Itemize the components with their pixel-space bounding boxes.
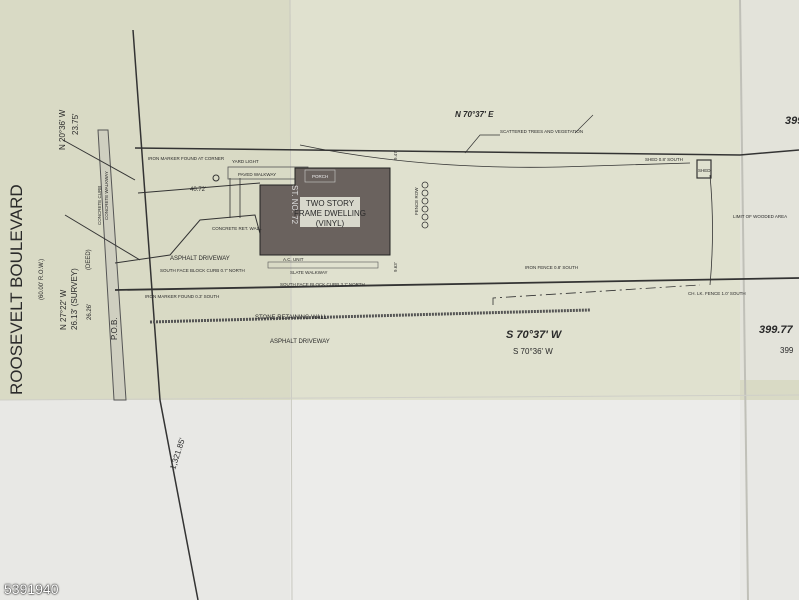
fold-line [289,0,293,600]
svg-text:9.63': 9.63' [393,262,398,272]
fold-line [0,394,799,401]
svg-text:(60.00' R.O.W.): (60.00' R.O.W.) [39,259,45,300]
fold-line [739,0,749,600]
wooded-limit [709,174,713,286]
concrete-walkway [97,129,127,401]
fence-row-posts [421,181,429,229]
svg-text:IRON FENCE 0.8' SOUTH: IRON FENCE 0.8' SOUTH [525,265,578,270]
road-name: ROOSEVELT BOULEVARD [7,184,26,395]
svg-text:IRON MARKER FOUND AT CORNER: IRON MARKER FOUND AT CORNER [148,156,225,161]
svg-text:SCATTERED TREES AND VEGETATION: SCATTERED TREES AND VEGETATION [500,129,583,134]
svg-text:TWO STORY: TWO STORY [306,199,355,208]
svg-text:399: 399 [780,346,794,355]
svg-text:FRAME DWELLING: FRAME DWELLING [294,209,366,218]
svg-text:YARD LIGHT: YARD LIGHT [232,159,259,164]
svg-text:(DEED): (DEED) [86,249,92,270]
south-boundary [114,277,799,291]
svg-text:LIMIT OF WOODED AREA: LIMIT OF WOODED AREA [733,214,787,219]
svg-text:26.26': 26.26' [87,304,93,320]
svg-text:CONCRETE CURB: CONCRETE CURB [97,186,102,225]
svg-text:A.C. UNIT: A.C. UNIT [283,257,304,262]
svg-text:26.13' (SURVEY): 26.13' (SURVEY) [70,268,79,330]
road-centerline [132,29,199,600]
stone-retaining-wall [149,308,591,324]
svg-text:SLATE WALKWAY: SLATE WALKWAY [290,270,328,275]
listing-id-watermark: 5391940 [4,581,59,597]
svg-text:ASPHALT DRIVEWAY: ASPHALT DRIVEWAY [270,339,330,345]
house-label-box [300,197,360,227]
svg-text:N 20°36' W: N 20°36' W [58,109,67,150]
tree-line [299,144,691,168]
fence-line [492,284,701,305]
svg-text:FENCE ROW: FENCE ROW [414,187,419,215]
svg-text:(VINYL): (VINYL) [316,219,345,228]
svg-text:ASPHALT DRIVEWAY: ASPHALT DRIVEWAY [170,256,230,262]
south-bearing: S 70°37' W [506,329,563,341]
north-bearing: N 70°37' E [455,110,494,119]
porch [304,169,336,183]
svg-text:399.77: 399.77 [759,324,794,336]
svg-text:PAVED WALKWAY: PAVED WALKWAY [238,172,276,177]
svg-text:PORCH: PORCH [312,174,328,179]
house-number: ST. NO. 72 [290,185,299,225]
driveway-edge [114,214,266,264]
north-boundary [134,147,799,156]
svg-text:CONCRETE RET. WALL: CONCRETE RET. WALL [212,226,262,231]
pob-label: P.O.B. [110,317,119,340]
svg-text:N 27°22' W: N 27°22' W [59,289,68,330]
svg-text:SHED 0.8' SOUTH: SHED 0.8' SOUTH [645,157,683,162]
svg-text:40.72': 40.72' [190,187,206,193]
svg-text:IRON MARKER FOUND 0.3' SOUTH: IRON MARKER FOUND 0.3' SOUTH [145,294,219,299]
svg-text:9.47': 9.47' [393,150,398,160]
svg-text:23.75': 23.75' [71,113,80,135]
svg-text:S 70°36' W: S 70°36' W [513,347,553,356]
yard-light-icon [212,174,220,182]
shed [696,159,712,179]
svg-text:STONE RETAINING WALL: STONE RETAINING WALL [255,315,328,321]
svg-text:SOUTH FACE BLOCK CURB 0.7' NOR: SOUTH FACE BLOCK CURB 0.7' NORTH [160,268,245,273]
slate-walkway [267,261,379,269]
svg-text:SHED: SHED [698,168,711,173]
paper-right-panel [740,0,799,380]
svg-text:CONCRETE WALKWAY: CONCRETE WALKWAY [104,171,109,220]
svg-text:399: 399 [785,115,799,127]
svg-text:SOUTH FACE BLOCK CURB 3.7' NOR: SOUTH FACE BLOCK CURB 3.7' NORTH [280,282,365,287]
svg-text:CH. LK. FENCE 1.0' SOUTH: CH. LK. FENCE 1.0' SOUTH [688,291,746,296]
